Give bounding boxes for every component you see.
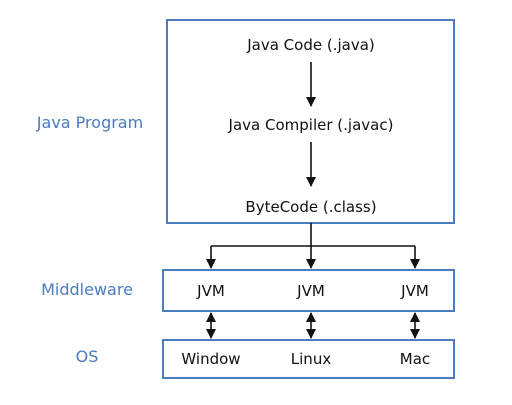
jvm-label-2: JVM: [296, 282, 325, 300]
java-program-box: [166, 19, 455, 224]
java-program-label: Java Program: [36, 113, 143, 132]
os-box: [162, 339, 455, 379]
os-label-mac: Mac: [400, 350, 430, 368]
java-compiler-text: Java Compiler (.javac): [228, 116, 394, 134]
java-code-text: Java Code (.java): [246, 36, 375, 54]
bytecode-text: ByteCode (.class): [245, 198, 376, 216]
os-label-linux: Linux: [291, 350, 332, 368]
os-label-window: Window: [181, 350, 240, 368]
jvm-label-3: JVM: [400, 282, 429, 300]
middleware-label: Middleware: [41, 280, 133, 299]
jvm-label-1: JVM: [196, 282, 225, 300]
middleware-box: [162, 269, 455, 312]
os-label: OS: [76, 347, 99, 366]
